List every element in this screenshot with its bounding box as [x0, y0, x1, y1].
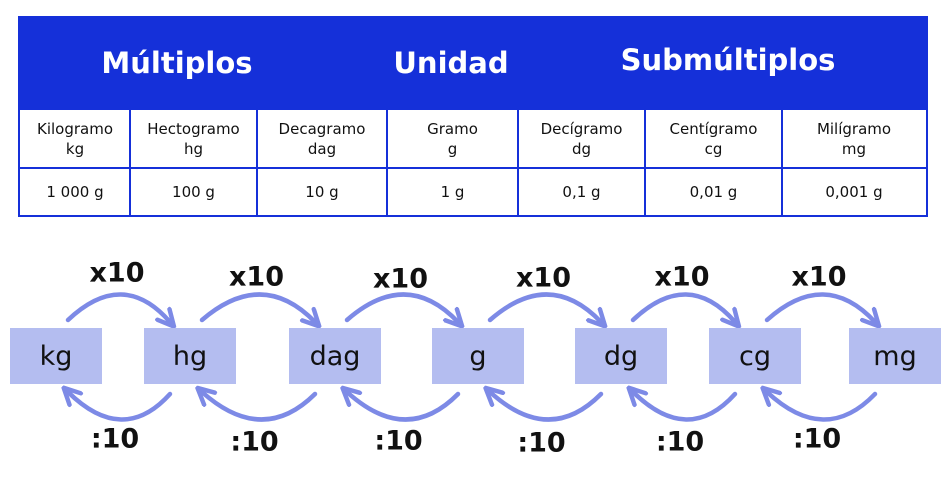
unit-symbol: cg — [704, 139, 723, 158]
divide-arrow — [767, 392, 878, 422]
unit-symbol: kg — [65, 139, 85, 158]
header-multiples: Múltiplos — [101, 46, 253, 80]
table-cell-value-cg: 0,01 g — [689, 183, 738, 201]
multiply-arrow — [65, 292, 170, 322]
multiply-arrow — [199, 292, 315, 322]
unit-box-hg: hg — [144, 328, 236, 384]
table-cell-value-dag: 10 g — [305, 183, 339, 201]
divide-arrow — [202, 392, 318, 422]
divide-label: :10 — [517, 427, 566, 459]
divide-arrow — [633, 392, 738, 422]
header-unit: Unidad — [393, 46, 509, 80]
multiply-label: x10 — [229, 261, 284, 293]
unit-name: Hectogramo — [147, 119, 240, 138]
table-cell-value-hg: 100 g — [172, 183, 215, 201]
unit-symbol: hg — [183, 139, 204, 158]
unit-symbol: dg — [571, 139, 592, 158]
column-divider — [644, 110, 646, 215]
column-divider — [256, 110, 258, 215]
multiply-label: x10 — [791, 261, 847, 293]
multiply-label: x10 — [373, 263, 428, 295]
multiply-label: x10 — [516, 262, 571, 294]
divide-label: :10 — [655, 426, 705, 458]
table-cell-value-dg: 0,1 g — [562, 183, 601, 201]
unit-box-dag: dag — [289, 328, 381, 384]
column-divider — [386, 110, 388, 215]
row-divider — [20, 167, 926, 169]
multiply-label: x10 — [654, 261, 710, 293]
unit-name: Kilogramo — [36, 119, 114, 138]
multiply-arrow — [344, 292, 458, 322]
unit-symbol: g — [447, 139, 458, 158]
column-divider — [129, 110, 131, 215]
unit-box-mg: mg — [849, 328, 941, 384]
table-cell-value-mg: 0,001 g — [825, 183, 883, 201]
unit-box-kg: kg — [10, 328, 102, 384]
divide-label: :10 — [792, 423, 842, 455]
unit-box-dg: dg — [575, 328, 667, 384]
unit-box-g: g — [432, 328, 524, 384]
table-cell-value-kg: 1 000 g — [46, 183, 104, 201]
multiply-arrow — [764, 292, 875, 322]
divide-label: :10 — [90, 423, 140, 455]
divide-label: :10 — [374, 425, 423, 457]
divide-arrow — [347, 392, 461, 422]
unit-symbol: mg — [841, 139, 867, 158]
multiply-label: x10 — [89, 257, 145, 289]
table-header: Múltiplos Unidad Submúltiplos — [20, 18, 926, 110]
unit-name: Decagramo — [278, 119, 366, 138]
unit-name: Decígramo — [540, 119, 623, 138]
divide-arrow — [68, 392, 173, 422]
header-submultiples: Submúltiplos — [620, 43, 836, 77]
column-divider — [781, 110, 783, 215]
unit-name: Gramo — [427, 119, 478, 138]
multiply-arrow — [630, 292, 735, 322]
divide-label: :10 — [230, 426, 279, 458]
table-cell-value-g: 1 g — [440, 183, 465, 201]
unit-symbol: dag — [307, 139, 337, 158]
unit-name: Centígramo — [669, 119, 758, 138]
unit-box-cg: cg — [709, 328, 801, 384]
multiply-arrow — [487, 292, 601, 322]
divide-arrow — [490, 392, 604, 422]
column-divider — [517, 110, 519, 215]
unit-name: Milígramo — [816, 119, 892, 138]
